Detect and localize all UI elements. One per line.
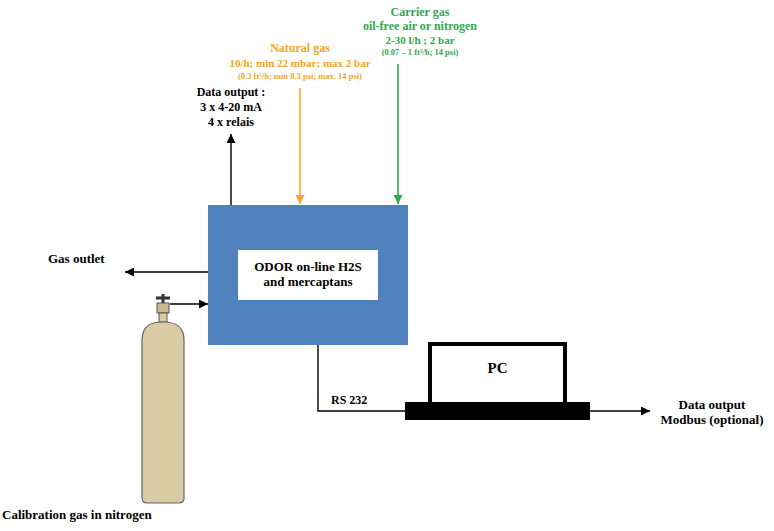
natural-gas-inlet-arrow bbox=[299, 88, 301, 204]
signal-name: 3 x 4-20 mA bbox=[200, 101, 262, 115]
gas-cylinder: Calibration gas in nitrogen bbox=[140, 294, 186, 506]
flow-spec: 10/h; min 22 mbar; max 2 bar bbox=[229, 57, 370, 70]
pc-label-holder: PC bbox=[430, 360, 565, 377]
flow-spec: 2-30 l/h ; 2 bar bbox=[385, 34, 454, 47]
modbus-output-arrow bbox=[590, 410, 650, 411]
connector bbox=[170, 303, 208, 304]
analyzer-box: ODOR on-line H2S and mercaptans bbox=[208, 205, 408, 345]
carrier-gas-inlet-arrow bbox=[397, 64, 399, 204]
gas-outlet-arrow bbox=[125, 271, 208, 272]
keyboard-base bbox=[405, 402, 590, 420]
flow-spec-imperial: (0.07 – 1 ft³/h; 14 psi) bbox=[382, 48, 459, 58]
pc-outline bbox=[405, 340, 590, 422]
flow-spec-imperial: (0.3 ft³/h; min 0.3 psi; max. 14 psi) bbox=[238, 72, 362, 82]
valve-handle bbox=[156, 297, 170, 300]
connector bbox=[318, 345, 405, 411]
cylinder-drawing bbox=[140, 294, 186, 506]
signal-name: 4 x relais bbox=[208, 116, 254, 130]
gas-type: oil-free air or nitrogen bbox=[363, 20, 477, 34]
gas-name: Natural gas bbox=[270, 42, 330, 56]
gas-name: Carrier gas bbox=[391, 6, 450, 20]
interface-label: RS 232 bbox=[330, 394, 368, 408]
display-panel: ODOR on-line H2S and mercaptans bbox=[238, 250, 378, 300]
cylinder-caption-holder: Calibration gas in nitrogen bbox=[2, 508, 152, 523]
cylinder-caption: Calibration gas in nitrogen bbox=[2, 508, 152, 523]
pc-icon: PC bbox=[405, 340, 590, 422]
valve-body bbox=[157, 303, 169, 313]
cylinder-body bbox=[142, 322, 184, 503]
outlet-label: Gas outlet bbox=[48, 252, 105, 267]
pc-label: PC bbox=[430, 360, 565, 377]
output-heading: Data output : bbox=[197, 86, 266, 100]
output-label: Data output Modbus (optional) bbox=[656, 398, 768, 428]
cylinder-neck bbox=[159, 313, 167, 322]
analyzer-name: ODOR on-line H2S and mercaptans bbox=[246, 260, 370, 290]
monitor-frame bbox=[430, 344, 565, 402]
data-output-arrow bbox=[230, 134, 231, 205]
